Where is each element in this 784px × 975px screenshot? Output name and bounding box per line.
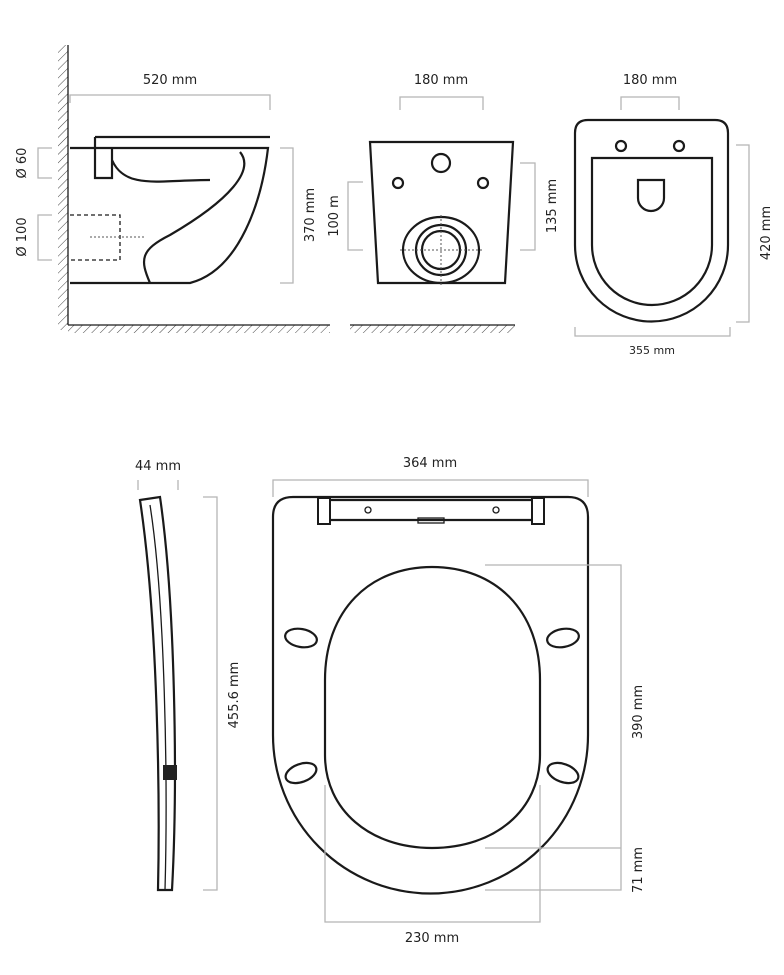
dim-44: 44 mm xyxy=(135,459,181,474)
dim-dia-100: Ø 100 xyxy=(15,217,30,256)
dim-390: 390 mm xyxy=(631,685,646,739)
dim-71: 71 mm xyxy=(631,847,646,893)
dim-455-6: 455.6 mm xyxy=(227,662,242,729)
wall-hatch xyxy=(58,45,68,330)
dim-dia-60: Ø 60 xyxy=(15,148,30,179)
side-view: 520 mm Ø 60 Ø 100 370 mm xyxy=(15,45,330,333)
dim-230: 230 mm xyxy=(405,931,459,946)
dim-364: 364 mm xyxy=(403,456,457,471)
dim-420: 420 mm xyxy=(759,206,774,260)
dim-355: 355 mm xyxy=(629,344,675,357)
dim-135: 135 mm xyxy=(545,179,560,233)
dim-370: 370 mm xyxy=(303,188,318,242)
front-view: 180 mm 100 m 135 mm xyxy=(327,73,560,333)
seat-top-view: 364 mm 390 mm 71 mm 230 mm xyxy=(271,456,646,946)
dim-180-front: 180 mm xyxy=(414,73,468,88)
seat-side-view: 44 mm 455.6 mm xyxy=(135,459,242,892)
dim-180-top: 180 mm xyxy=(623,73,677,88)
dim-520: 520 mm xyxy=(143,73,197,88)
floor-hatch xyxy=(68,325,330,333)
top-view: 180 mm 420 mm 355 mm xyxy=(573,73,774,357)
dim-100-outlet: 100 m xyxy=(327,195,342,237)
